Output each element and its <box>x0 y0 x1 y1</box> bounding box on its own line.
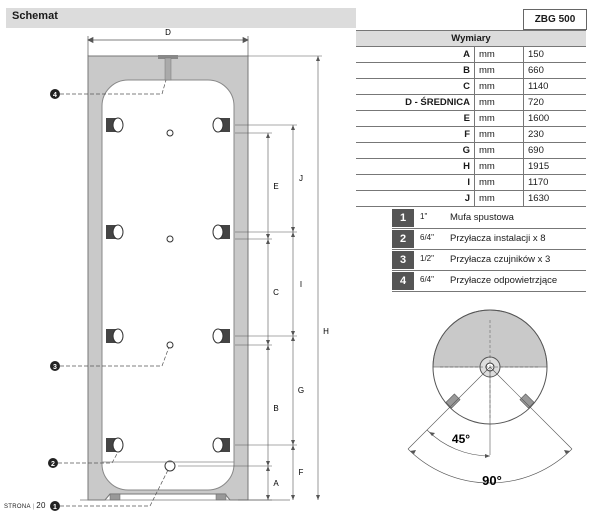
angle-90-label: 90° <box>482 473 502 488</box>
dimension-unit: mm <box>474 78 524 95</box>
dimension-unit: mm <box>474 46 524 63</box>
legend-number: 3 <box>392 251 414 269</box>
dim-chain-left <box>178 132 272 501</box>
sensor-ports <box>166 129 174 349</box>
label-D: D <box>165 28 171 37</box>
page-number: 20 <box>36 501 46 510</box>
legend-size: 6/4" <box>420 233 434 242</box>
dimension-unit: mm <box>474 110 524 127</box>
dimension-unit: mm <box>474 126 524 143</box>
dimension-value: 1915 <box>523 158 586 175</box>
dim-D <box>87 36 249 56</box>
legend-item: 2 6/4" Przyłacza instalacji x 8 <box>392 229 586 250</box>
dimension-key: F <box>356 126 475 143</box>
top-view: 45° 90° <box>407 309 573 488</box>
drain-port <box>164 460 176 472</box>
table-header-row: Wymiary <box>356 30 586 47</box>
dimension-value: 1140 <box>523 78 586 95</box>
dimension-value: 690 <box>523 142 586 159</box>
model-label: ZBG 500 <box>523 9 587 30</box>
legend-number: 4 <box>392 272 414 290</box>
dimension-value: 230 <box>523 126 586 143</box>
dimension-unit: mm <box>474 94 524 111</box>
dim-chain-right <box>235 55 322 500</box>
page-footer: STRONA | 20 <box>4 501 46 510</box>
legend-number: 2 <box>392 230 414 248</box>
dimension-key: J <box>356 190 475 207</box>
dimension-key: C <box>356 78 475 95</box>
marker-3: 3 <box>53 364 57 371</box>
dimension-value: 150 <box>523 46 586 63</box>
dim-labels: E C B A J I G F H <box>273 174 329 488</box>
marker-2: 2 <box>51 461 55 468</box>
label-E: E <box>273 182 278 191</box>
label-J: J <box>299 174 303 183</box>
dimension-unit: mm <box>474 142 524 159</box>
label-G: G <box>298 386 304 395</box>
marker-1: 1 <box>53 504 57 511</box>
callout-leaders <box>58 79 170 507</box>
dimension-key: H <box>356 158 475 175</box>
legend-number: 1 <box>392 209 414 227</box>
angle-45-label: 45° <box>452 432 470 446</box>
dimension-unit: mm <box>474 62 524 79</box>
dimension-key: B <box>356 62 475 79</box>
dimension-value: 720 <box>523 94 586 111</box>
dimension-value: 660 <box>523 62 586 79</box>
right-connections <box>212 117 230 453</box>
dimension-key: A <box>356 46 475 63</box>
label-C: C <box>273 288 279 297</box>
callout-markers: 4 3 2 1 <box>48 89 60 511</box>
label-B: B <box>273 404 278 413</box>
label-H: H <box>323 327 329 336</box>
vent-pipe <box>164 57 172 81</box>
dimension-unit: mm <box>474 190 524 207</box>
vent-flange <box>158 55 178 59</box>
dimension-value: 1600 <box>523 110 586 127</box>
dimension-key: G <box>356 142 475 159</box>
legend-size: 1" <box>420 212 428 221</box>
label-F: F <box>299 468 304 477</box>
legend-item: 4 6/4" Przyłacze odpowietrzjące <box>392 271 586 292</box>
tank-inner <box>101 79 235 491</box>
dimension-key: I <box>356 174 475 191</box>
section-title: Schemat <box>12 10 58 22</box>
legend-description: Przyłacza czujników x 3 <box>450 254 551 265</box>
table-title: Wymiary <box>356 30 586 47</box>
dimension-key: E <box>356 110 475 127</box>
label-A: A <box>273 479 279 488</box>
legend-size: 6/4" <box>420 275 434 284</box>
label-I: I <box>300 280 302 289</box>
dimension-unit: mm <box>474 174 524 191</box>
dimension-unit: mm <box>474 158 524 175</box>
marker-4: 4 <box>53 92 57 99</box>
legend-description: Przyłacze odpowietrzjące <box>450 275 558 286</box>
legend-size: 1/2" <box>420 254 434 263</box>
dimension-value: 1630 <box>523 190 586 207</box>
connections-legend: 1 1" Mufa spustowa 2 6/4" Przyłacza instalacj… <box>392 208 586 292</box>
footer-label: STRONA <box>4 504 31 510</box>
dimension-key: D - ŚREDNICA <box>356 94 475 111</box>
legend-description: Przyłacza instalacji x 8 <box>450 233 546 244</box>
legend-item: 3 1/2" Przyłacza czujników x 3 <box>392 250 586 271</box>
dimension-value: 1170 <box>523 174 586 191</box>
legend-item: 1 1" Mufa spustowa <box>392 208 586 229</box>
legend-description: Mufa spustowa <box>450 212 514 223</box>
header-bar <box>6 8 356 28</box>
